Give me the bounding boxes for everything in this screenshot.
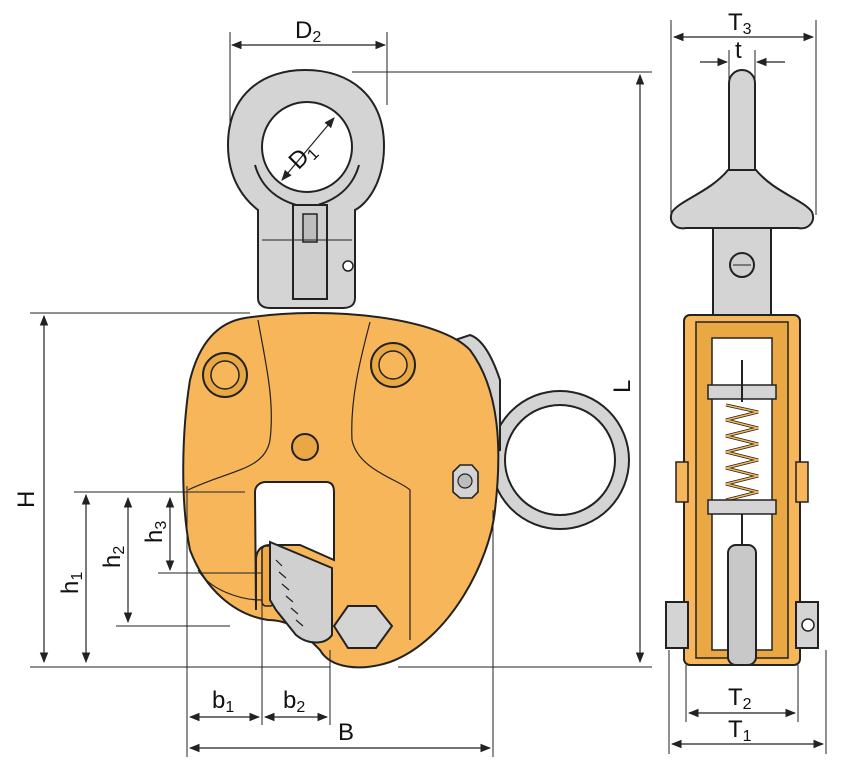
lifting-eye bbox=[226, 68, 386, 309]
label-b1: b1 bbox=[212, 687, 234, 716]
label-D2: D2 bbox=[295, 17, 321, 46]
hex-bolt bbox=[332, 605, 394, 649]
label-h3: h3 bbox=[141, 521, 170, 543]
front-dimension-lines bbox=[30, 32, 652, 757]
label-T3: T3 bbox=[728, 9, 752, 38]
label-t: t bbox=[735, 37, 742, 64]
side-dimension-lines bbox=[668, 20, 827, 754]
front-view: D2 D1 L H h1 h2 h3 b1 b2 B bbox=[13, 17, 652, 757]
label-h2: h2 bbox=[99, 546, 128, 568]
label-H: H bbox=[13, 491, 40, 508]
side-shackle bbox=[670, 69, 814, 319]
label-h1: h1 bbox=[57, 572, 86, 594]
side-view: T3 t T2 T1 bbox=[665, 9, 827, 754]
label-T1: T1 bbox=[728, 716, 752, 745]
side-body bbox=[665, 314, 819, 666]
cam-jaw bbox=[261, 540, 394, 649]
label-T2: T2 bbox=[728, 684, 752, 713]
label-B: B bbox=[338, 719, 354, 746]
label-L: L bbox=[609, 380, 636, 393]
clamp-body bbox=[182, 312, 500, 669]
label-b2: b2 bbox=[283, 687, 305, 716]
